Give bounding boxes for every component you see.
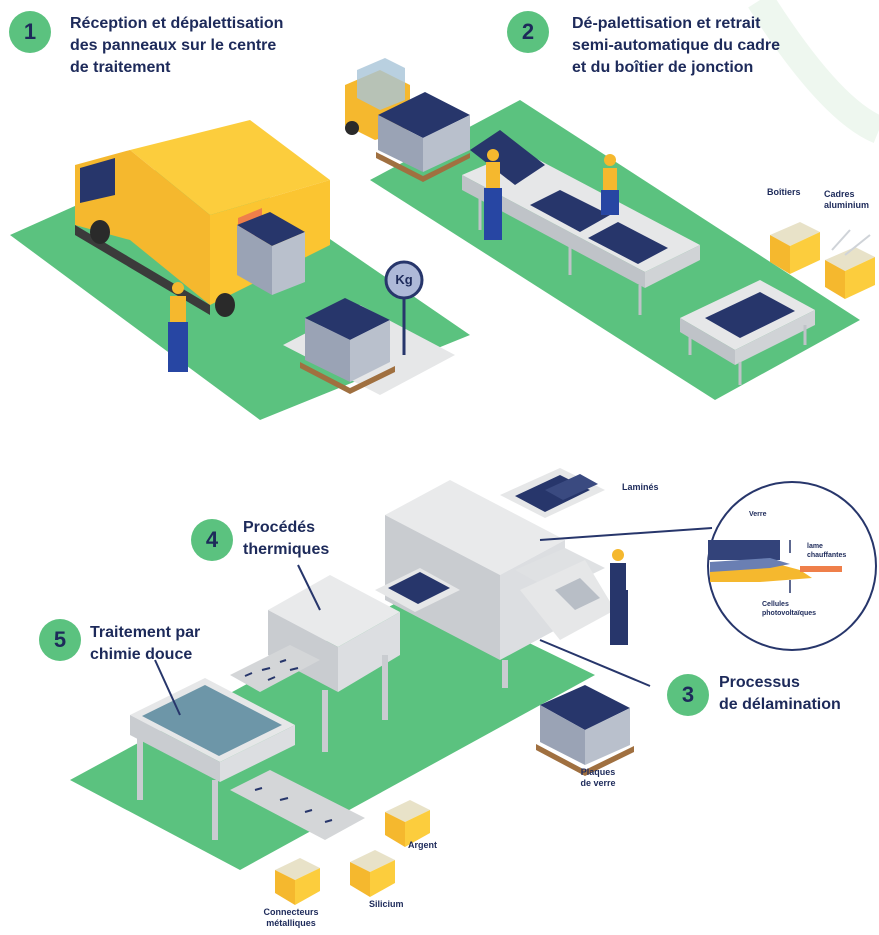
- step-1-badge: 1: [9, 11, 51, 53]
- worker-icon: [610, 549, 628, 645]
- aluminium-frame-label: Cadres aluminium: [824, 189, 870, 210]
- laminates-label: Laminés: [622, 482, 659, 492]
- floor-steps-3-5: [70, 590, 595, 870]
- callout-line-5: [154, 659, 181, 716]
- held-panel-icon: [470, 130, 545, 185]
- junction-box-bin-icon: [770, 222, 820, 274]
- worker-icon: [484, 149, 502, 240]
- scale-sign-icon: [384, 260, 424, 300]
- frame-removal-table: [680, 280, 815, 385]
- silicon-label: Silicium: [369, 899, 404, 909]
- panel-stack-icon: [237, 212, 305, 295]
- silver-bin-icon: [385, 800, 430, 847]
- heating-blade-label: lame chauffantes: [807, 543, 847, 559]
- worker-icon: [601, 154, 619, 215]
- forklift-pallet-icon: [376, 92, 470, 182]
- chemical-bath: [130, 678, 295, 840]
- step-5-title: Traitement par chimie douce: [90, 624, 201, 663]
- glass-layer-label: Verre: [749, 511, 767, 518]
- step-2-title: Dé-palettisation et retrait semi-automat…: [572, 15, 781, 76]
- step-2-badge: 2: [507, 11, 549, 53]
- step-4-badge: 4: [191, 519, 233, 561]
- silicon-bin-icon: [350, 850, 395, 897]
- aluminium-frame-bin-icon: [825, 229, 875, 299]
- delamination-detail: [707, 481, 877, 651]
- thermal-oven: [268, 568, 460, 752]
- chem-conveyor: [230, 770, 365, 840]
- metal-connectors-label: Connecteurs métalliques: [263, 907, 319, 928]
- callout-line: [539, 527, 713, 541]
- step-4-title: Procédés thermiques: [243, 519, 330, 558]
- metal-connectors-bin-icon: [275, 858, 320, 905]
- pv-cells-label: Cellules photovoltaïques: [762, 601, 817, 617]
- junction-box-label: Boîtiers: [767, 187, 801, 197]
- laminate-panels-icon: [500, 468, 605, 518]
- step-3-title: Processus de délamination: [719, 674, 841, 713]
- step-1-title: Réception et dépalettisation des panneau…: [70, 15, 284, 76]
- callout-line-3: [539, 639, 651, 687]
- step-3-badge: 3: [667, 674, 709, 716]
- fragments-conveyor: [230, 645, 320, 692]
- weight-label: Kg: [395, 272, 413, 287]
- silver-label: Argent: [408, 840, 437, 850]
- worker-icon: [168, 282, 188, 372]
- glass-plates-label: Plaques de verre: [580, 767, 616, 788]
- weighed-pallet-icon: [300, 298, 395, 394]
- callout-line-4: [297, 564, 321, 611]
- glass-plates-pallet-icon: [536, 685, 634, 776]
- step-5-badge: 5: [39, 619, 81, 661]
- decorative-arc: [748, 0, 879, 143]
